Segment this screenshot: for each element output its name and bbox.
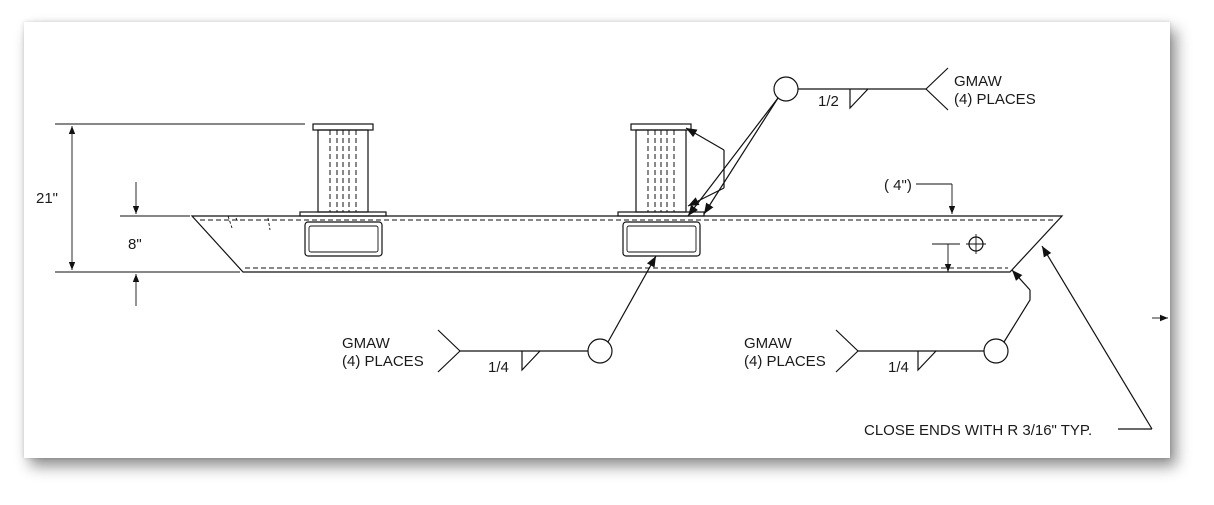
weld-bl-places: (4) PLACES xyxy=(342,353,424,370)
right-post xyxy=(617,123,705,257)
hole-symbol xyxy=(932,234,986,272)
weld-symbol-top xyxy=(685,67,949,217)
close-ends-leader xyxy=(1041,245,1153,430)
dimension-4 xyxy=(916,183,956,214)
weld-symbol-bottom-left xyxy=(437,255,657,373)
weld-symbol-bottom-right xyxy=(835,269,1031,373)
drawing-sheet xyxy=(24,22,1170,458)
dim-overall-height: 21" xyxy=(36,190,58,207)
weld-br-places: (4) PLACES xyxy=(744,353,826,370)
dim-edge-offset: ( 4") xyxy=(884,177,912,194)
weld-top-places: (4) PLACES xyxy=(954,91,1036,108)
weld-bl-process: GMAW xyxy=(342,335,391,352)
weld-bl-size: 1/4 xyxy=(488,359,509,376)
weld-br-process: GMAW xyxy=(744,335,793,352)
dim-beam-height: 8" xyxy=(128,236,142,253)
left-post xyxy=(299,123,387,257)
weld-top-process: GMAW xyxy=(954,73,1003,90)
weld-br-size: 1/4 xyxy=(888,359,909,376)
dimension-21 xyxy=(55,123,305,273)
beam xyxy=(190,215,1064,273)
weld-top-size: 1/2 xyxy=(818,93,839,110)
close-ends-note: CLOSE ENDS WITH R 3/16" TYP. xyxy=(864,422,1092,439)
dimension-8 xyxy=(120,182,190,306)
